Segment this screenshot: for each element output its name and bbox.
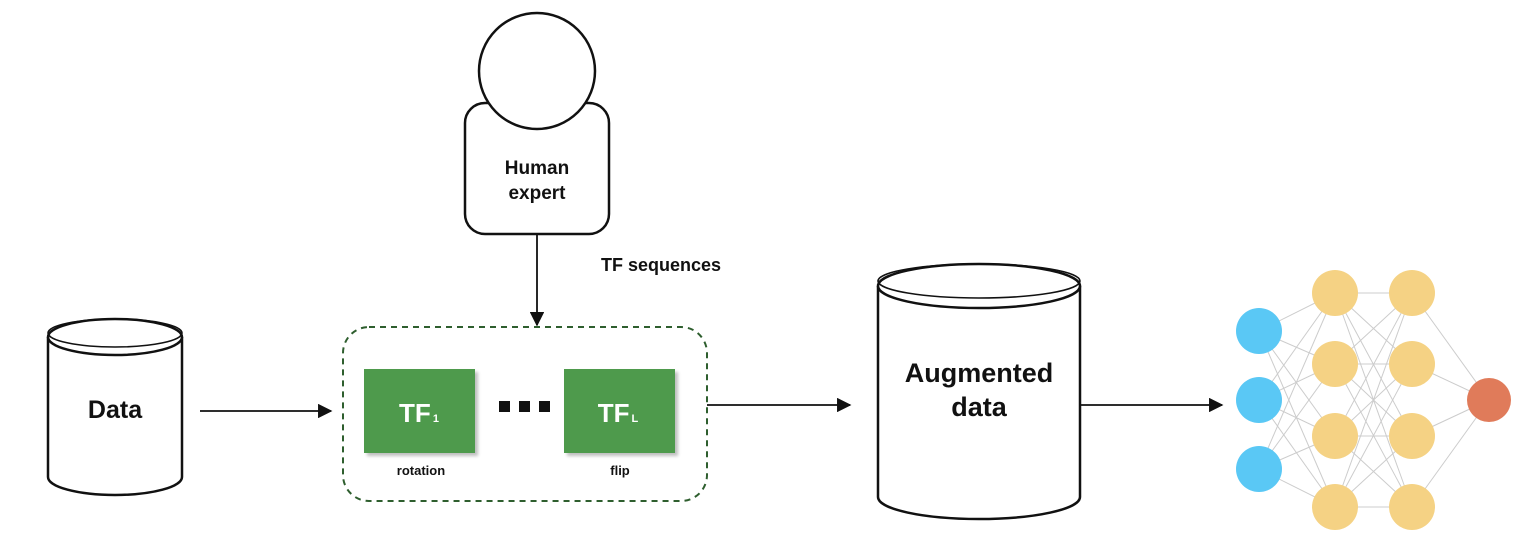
hidden-node xyxy=(1389,270,1435,316)
transform-l-caption: flip xyxy=(610,463,630,478)
network-edge xyxy=(1334,292,1413,508)
ellipsis-dots xyxy=(499,401,550,412)
hidden-node xyxy=(1389,341,1435,387)
augmented-data-cylinder: Augmented data xyxy=(876,262,1082,521)
augmented-data-label-line2: data xyxy=(951,392,1008,422)
neural-network xyxy=(1236,270,1511,530)
network-edge xyxy=(1258,330,1336,508)
network-edge xyxy=(1258,292,1336,470)
data-label: Data xyxy=(88,396,143,424)
network-edge xyxy=(1334,363,1413,508)
input-node xyxy=(1236,308,1282,354)
network-edge xyxy=(1334,292,1413,437)
transform-l-box xyxy=(564,369,675,453)
output-node xyxy=(1467,378,1511,422)
hidden-node xyxy=(1389,413,1435,459)
human-expert-label-line2: expert xyxy=(508,183,566,204)
transform-pipeline-box xyxy=(342,326,708,502)
hidden-node xyxy=(1389,484,1435,530)
human-expert-figure: Human expert xyxy=(463,11,611,236)
transform-1-box xyxy=(364,369,475,453)
human-expert-head xyxy=(477,11,597,131)
transform-1-caption: rotation xyxy=(397,463,445,478)
tf-sequences-label: TF sequences xyxy=(601,255,721,275)
human-expert-label-line1: Human xyxy=(505,158,569,179)
data-cylinder: Data xyxy=(46,317,184,497)
input-node xyxy=(1236,377,1282,423)
network-edges xyxy=(1258,292,1490,508)
hidden-node xyxy=(1312,484,1358,530)
input-node xyxy=(1236,446,1282,492)
augmented-data-label-line1: Augmented xyxy=(905,358,1054,388)
hidden-node xyxy=(1312,270,1358,316)
hidden-node xyxy=(1312,413,1358,459)
hidden-node xyxy=(1312,341,1358,387)
